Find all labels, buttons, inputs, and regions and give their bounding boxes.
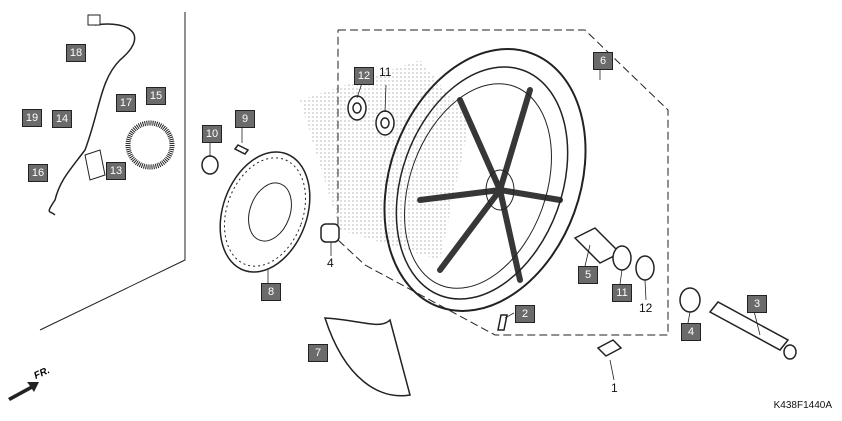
brake-disc [219,151,311,273]
diagram-code: K438F1440A [773,400,832,411]
pulser-ring [125,120,175,170]
callout-14[interactable]: 14 [52,110,72,128]
callout-8[interactable]: 8 [261,283,281,301]
wheel-rim [383,48,587,312]
callout-6[interactable]: 6 [593,52,613,70]
callout-17[interactable]: 17 [116,94,136,112]
callout-4-plain[interactable]: 4 [327,256,334,270]
callout-13[interactable]: 13 [106,162,126,180]
callout-3[interactable]: 3 [747,295,767,313]
callout-19[interactable]: 19 [22,109,42,127]
callout-7[interactable]: 7 [308,344,328,362]
callout-5[interactable]: 5 [578,266,598,284]
callout-4[interactable]: 4 [681,323,701,341]
abs-group-border [39,12,186,331]
abs-sensor-wire [48,23,136,216]
callout-2[interactable]: 2 [515,305,535,323]
callout-11-plain[interactable]: 11 [379,65,392,79]
callout-12-plain[interactable]: 12 [639,301,653,315]
callout-11[interactable]: 11 [612,284,632,302]
callout-1-plain[interactable]: 1 [611,381,618,395]
front-direction-arrow [8,382,39,401]
callout-10[interactable]: 10 [202,125,222,143]
callout-9[interactable]: 9 [235,110,255,128]
callout-16[interactable]: 16 [28,164,48,182]
front-fender [323,317,411,397]
wheel-assembly-outline [337,29,669,336]
callout-18[interactable]: 18 [66,44,86,62]
callout-15[interactable]: 15 [146,87,166,105]
callout-12[interactable]: 12 [354,67,374,85]
